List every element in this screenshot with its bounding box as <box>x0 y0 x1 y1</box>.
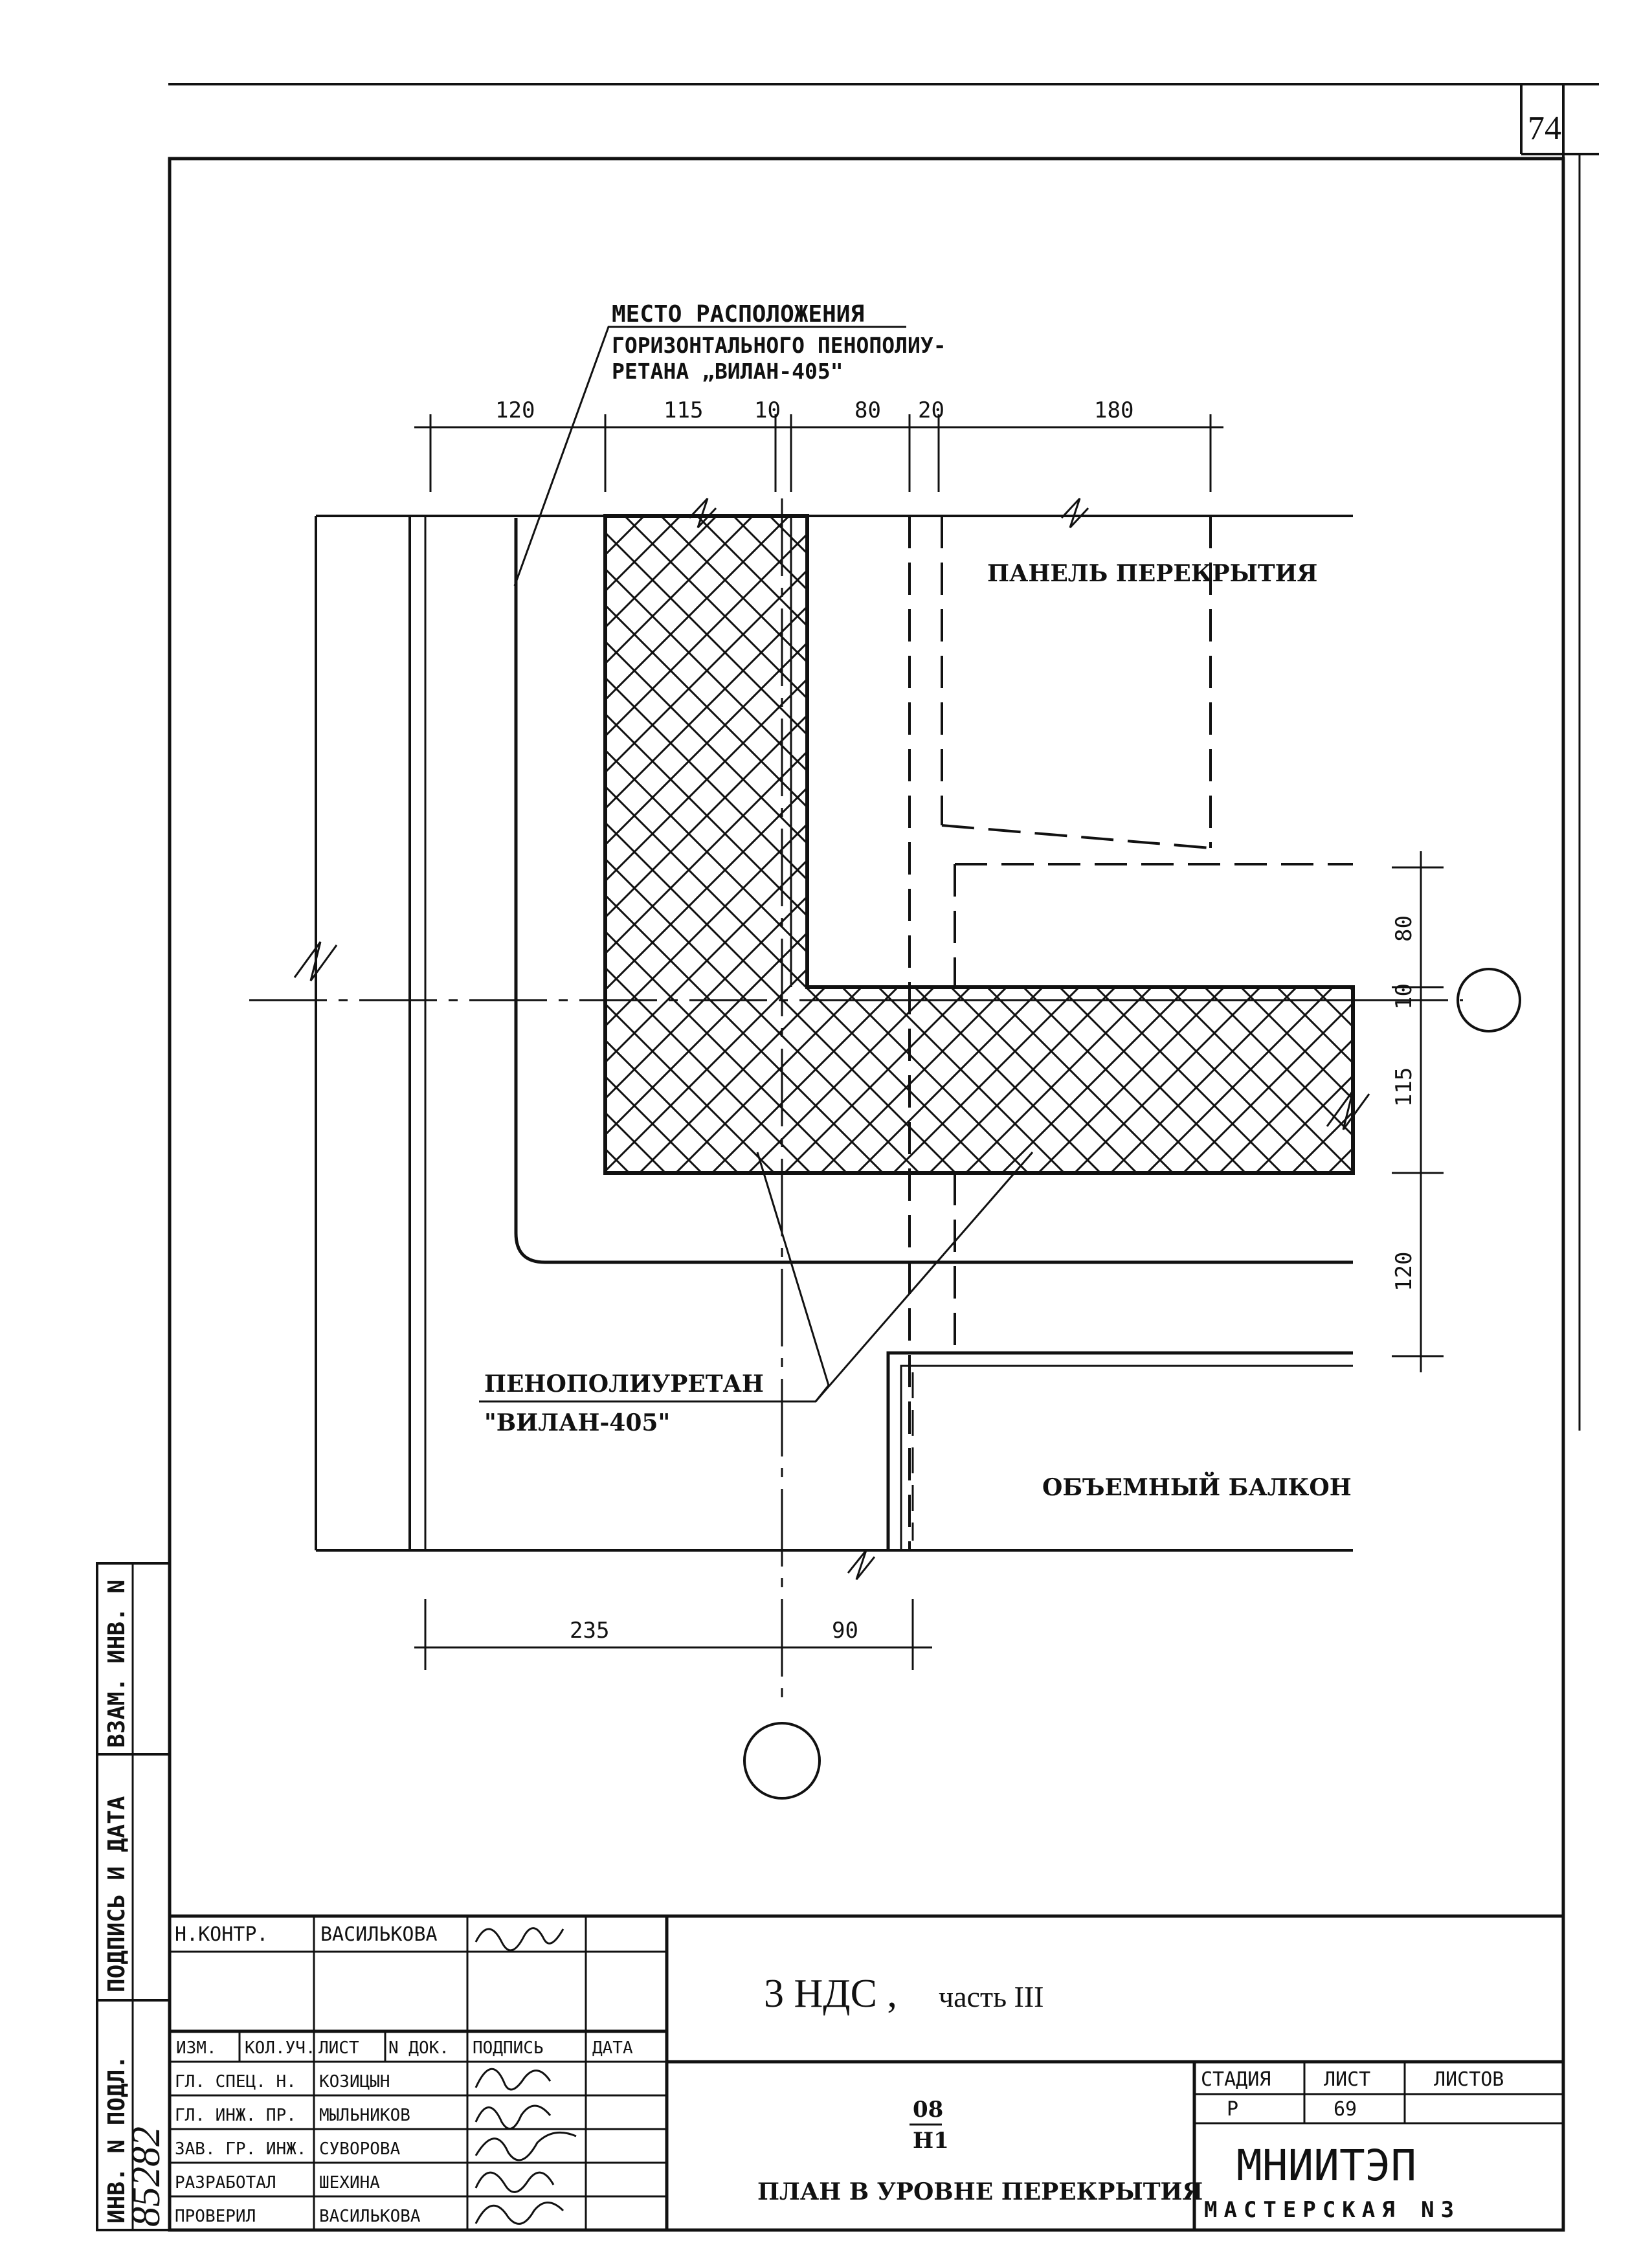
label-foam-name-1: ПЕНОПОЛИУРЕТАН <box>484 1370 764 1398</box>
plan-outline <box>293 497 1370 1580</box>
label-foam-name-2: "ВИЛАН-405" <box>484 1409 670 1436</box>
side-stamp-original-inv: ИНВ. N ПОДЛ. <box>104 2055 130 2224</box>
dim-right-2: 10 <box>1391 983 1417 1010</box>
title-block <box>170 1914 1563 2230</box>
foam-insulation-hatch <box>603 514 1355 1175</box>
dim-top-3: 10 <box>754 397 781 423</box>
norm-control-role: Н.КОНТР. <box>175 1923 269 1946</box>
header-signature: ПОДПИСЬ <box>473 2038 544 2058</box>
dim-top-4: 80 <box>854 397 881 423</box>
org-sub: МАСТЕРСКАЯ N3 <box>1204 2197 1460 2223</box>
dim-right-4: 120 <box>1391 1252 1417 1291</box>
staff-name-4: ШЕХИНА <box>319 2173 380 2192</box>
signatures <box>474 1927 577 2225</box>
staff-name-3: СУВОРОВА <box>319 2139 401 2159</box>
side-stamp <box>96 1562 171 2231</box>
label-foam-location-2: ГОРИЗОНТАЛЬНОГО ПЕНОПОЛИУ- <box>612 333 946 358</box>
grid-axes <box>249 498 1521 1800</box>
sheet-corner-number: 74 <box>1528 110 1561 147</box>
leader-lines <box>479 326 1034 1403</box>
dimension-lines <box>414 414 1444 1670</box>
staff-role-1: ГЛ. СПЕЦ. Н. <box>175 2072 296 2092</box>
dim-right-1: 80 <box>1391 915 1417 942</box>
staff-name-2: МЫЛЬНИКОВ <box>319 2106 410 2125</box>
label-balcony: ОБЪЕМНЫЙ БАЛКОН <box>1042 1472 1352 1501</box>
dim-top-5: 20 <box>918 397 944 423</box>
staff-name-5: ВАСИЛЬКОВА <box>319 2207 421 2226</box>
header-date: ДАТА <box>592 2038 633 2058</box>
dim-top-1: 120 <box>495 397 535 423</box>
header-n-doc: N ДОК. <box>388 2038 449 2058</box>
staff-role-5: ПРОВЕРИЛ <box>175 2207 256 2226</box>
side-stamp-replaced-inv: ВЗАМ. ИНВ. N <box>104 1579 130 1748</box>
norm-control-name: ВАСИЛЬКОВА <box>320 1923 438 1946</box>
dim-top-6: 180 <box>1094 397 1133 423</box>
label-floor-panel: ПАНЕЛЬ ПЕРЕКРЫТИЯ <box>987 560 1317 587</box>
staff-role-2: ГЛ. ИНЖ. ПР. <box>175 2106 296 2125</box>
dim-right-3: 115 <box>1391 1067 1417 1107</box>
header-izm: ИЗМ. <box>176 2038 217 2058</box>
sheet-frame <box>168 83 1599 2232</box>
dim-bottom-2: 90 <box>832 1618 858 1644</box>
dim-top-2: 115 <box>664 397 703 423</box>
stage-label: СТАДИЯ <box>1201 2068 1271 2091</box>
side-stamp-signature-date: ПОДПИСЬ И ДАТА <box>104 1796 130 1992</box>
org-name: МНИИТЭП <box>1236 2141 1416 2191</box>
sheet-code-top: 08 <box>913 2097 943 2123</box>
side-stamp-inv-number: 85282 <box>124 2126 168 2227</box>
staff-role-3: ЗАВ. ГР. ИНЖ. <box>175 2139 307 2159</box>
project-part: часть III <box>939 1980 1044 2013</box>
sheet-code-bottom: Н1 <box>913 2128 949 2154</box>
staff-role-4: РАЗРАБОТАЛ <box>175 2173 276 2192</box>
sheets-label: ЛИСТОВ <box>1434 2068 1504 2091</box>
dim-bottom-1: 235 <box>570 1618 609 1644</box>
header-list: ЛИСТ <box>318 2038 359 2058</box>
label-foam-location-3: РЕТАНА „ВИЛАН-405" <box>612 359 843 384</box>
sheet-label: ЛИСТ <box>1324 2068 1370 2091</box>
sheet-title: ПЛАН В УРОВНЕ ПЕРЕКРЫТИЯ <box>757 2178 1203 2205</box>
sheet-value: 69 <box>1334 2098 1357 2121</box>
staff-name-1: КОЗИЦЫН <box>319 2072 390 2092</box>
label-foam-location-1: МЕСТО РАСПОЛОЖЕНИЯ <box>612 301 864 328</box>
project-main: 3 НДС , <box>764 1972 897 2016</box>
stage-value: Р <box>1227 2098 1238 2121</box>
header-kol-uch: КОЛ.УЧ. <box>245 2038 316 2058</box>
